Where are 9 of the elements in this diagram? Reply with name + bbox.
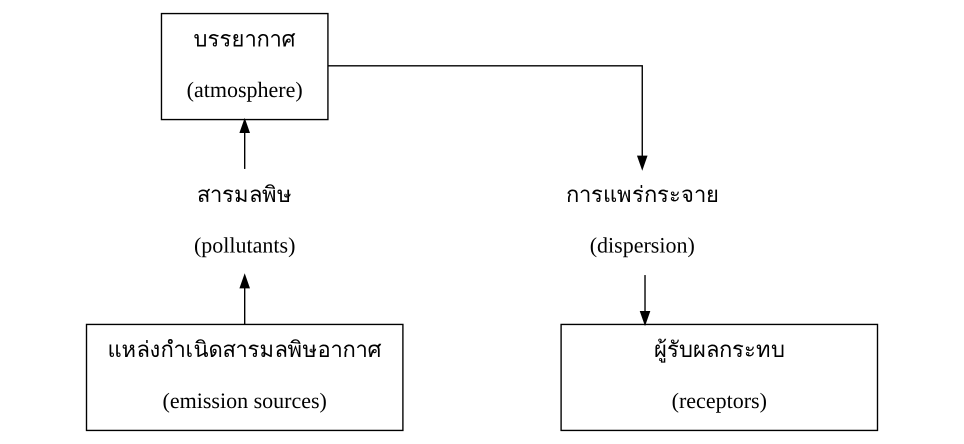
node-box: บรรยากาศ (atmosphere) — [160, 12, 329, 120]
arrow — [239, 273, 250, 324]
node-box: ผู้รับผลกระทบ (receptors) — [560, 324, 878, 432]
node-box: แหล่งกำเนิดสารมลพิษอากาศ (emission sources) — [86, 324, 404, 432]
node-text: สารมลพิษ (pollutants) — [194, 182, 296, 258]
arrow — [640, 275, 650, 326]
node-text: การแพร่กระจาย (dispersion) — [566, 182, 719, 258]
arrow — [328, 65, 648, 171]
arrow — [239, 118, 250, 169]
